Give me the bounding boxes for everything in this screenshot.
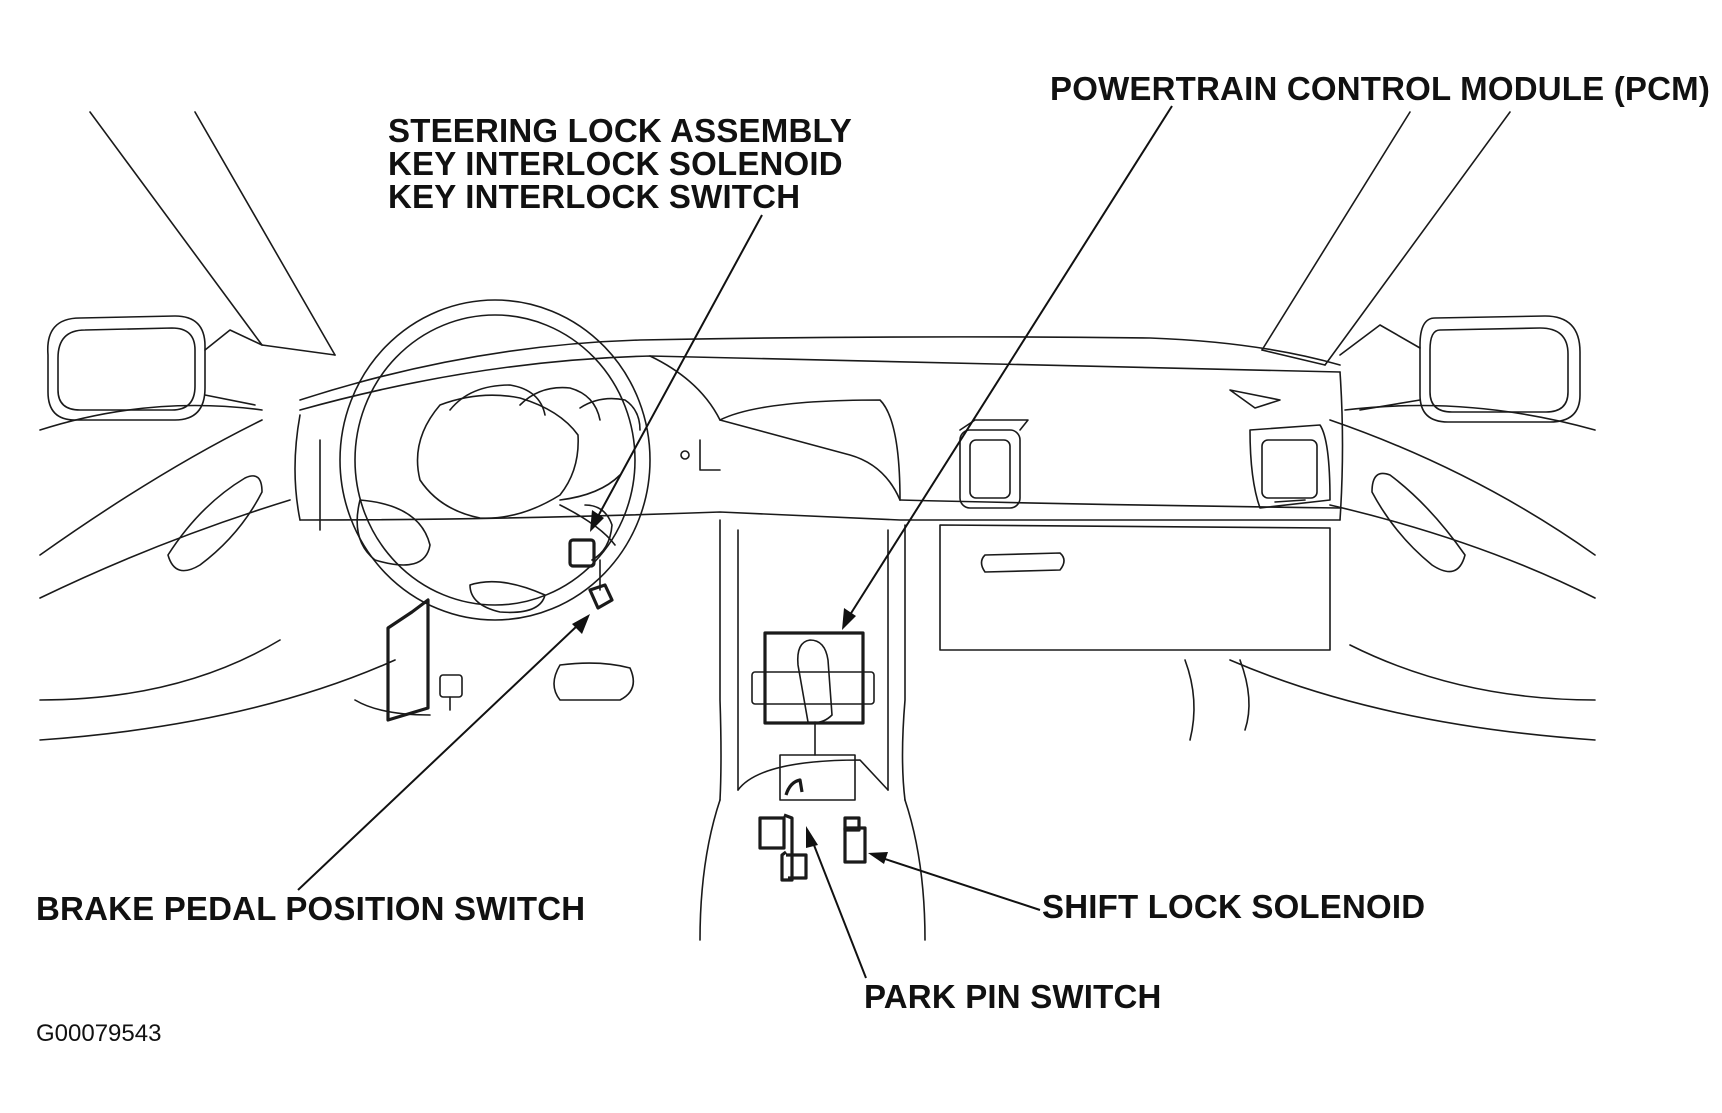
arrowhead-shift-lock bbox=[868, 852, 888, 864]
glove-box bbox=[939, 524, 1331, 741]
label-key-interlock-solenoid: KEY INTERLOCK SOLENOID bbox=[388, 145, 843, 182]
steering-column bbox=[568, 504, 614, 610]
shift-interlock-components bbox=[758, 813, 867, 882]
label-shift-lock-solenoid: SHIFT LOCK SOLENOID bbox=[1042, 888, 1426, 925]
right-a-pillar bbox=[1261, 111, 1511, 366]
label-steering-lock-assembly: STEERING LOCK ASSEMBLY bbox=[388, 112, 853, 149]
label-park-pin-switch: PARK PIN SWITCH bbox=[864, 978, 1162, 1015]
leader-lines bbox=[297, 105, 1173, 979]
center-air-vent bbox=[959, 419, 1029, 509]
leader-shift-lock bbox=[881, 857, 1041, 911]
right-air-vent bbox=[1249, 424, 1331, 509]
leader-steering-lock bbox=[595, 214, 763, 521]
label-brake-pedal-position-switch: BRAKE PEDAL POSITION SWITCH bbox=[36, 890, 586, 927]
left-kick-panel bbox=[354, 598, 635, 722]
steering-wheel bbox=[339, 299, 651, 621]
label-pcm: POWERTRAIN CONTROL MODULE (PCM) bbox=[1050, 70, 1711, 107]
right-side-mirror bbox=[1339, 315, 1581, 423]
dashboard bbox=[294, 336, 1344, 531]
shift-lever bbox=[751, 639, 875, 801]
pcm-box bbox=[763, 631, 865, 725]
left-a-pillar bbox=[89, 111, 336, 356]
leader-park-pin bbox=[811, 839, 867, 979]
left-side-mirror bbox=[47, 315, 263, 421]
leader-pcm bbox=[847, 105, 1173, 619]
center-console bbox=[699, 519, 926, 941]
figure-code: G00079543 bbox=[36, 1020, 162, 1047]
arrowhead-brake-pedal bbox=[572, 614, 590, 634]
leader-brake-pedal bbox=[297, 624, 579, 891]
arrowhead-pcm bbox=[842, 608, 856, 630]
label-key-interlock-switch: KEY INTERLOCK SWITCH bbox=[388, 178, 801, 215]
arrowhead-steering-lock bbox=[590, 510, 604, 532]
instrument-cluster bbox=[449, 384, 721, 471]
arrowhead-park-pin bbox=[806, 826, 818, 848]
left-door bbox=[39, 404, 396, 741]
right-door bbox=[1229, 404, 1596, 741]
